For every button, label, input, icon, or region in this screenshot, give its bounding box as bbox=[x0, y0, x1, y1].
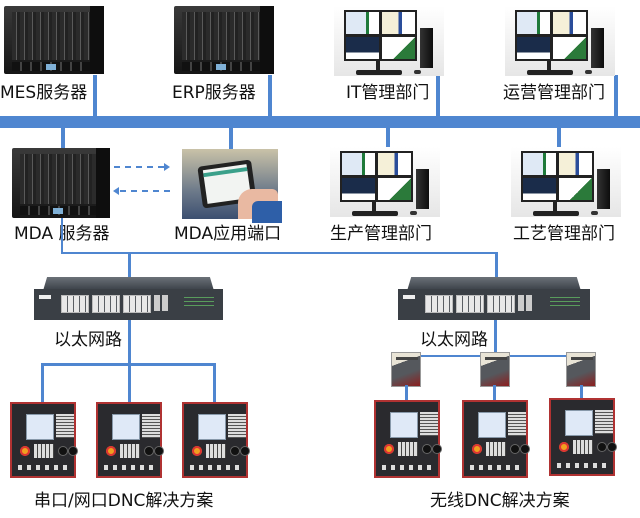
wireless-module-icon bbox=[566, 352, 596, 387]
link-mda-server-down bbox=[61, 218, 63, 254]
link-mda-horizontal bbox=[61, 252, 498, 254]
production-dept-workstation-icon bbox=[330, 147, 440, 217]
right-ethernet-switch-icon bbox=[398, 277, 590, 320]
process-dept-workstation-icon bbox=[511, 147, 621, 217]
arrow-to-terminal bbox=[114, 166, 164, 168]
cnc-controller-icon bbox=[462, 400, 530, 478]
wireless-to-cnc2 bbox=[493, 385, 496, 401]
link-to-right-switch bbox=[495, 252, 498, 280]
left-switch-label: 以太网路 bbox=[54, 330, 122, 350]
link-bus-production bbox=[386, 127, 390, 149]
link-bus-mda-server bbox=[61, 127, 65, 149]
wireless-module-icon bbox=[391, 352, 421, 387]
cnc-controller-icon bbox=[549, 398, 617, 476]
wired-dnc-solution-label: 串口/网口DNC解决方案 bbox=[34, 491, 214, 511]
cnc-controller-icon bbox=[374, 400, 442, 478]
link-mes-bus bbox=[93, 75, 97, 117]
link-bus-mda-terminal bbox=[229, 127, 233, 149]
left-branch-cnc2 bbox=[128, 363, 131, 403]
arrowhead-left-icon bbox=[113, 187, 119, 195]
left-branch-cnc3 bbox=[213, 363, 216, 403]
it-dept-label: IT管理部门 bbox=[346, 83, 430, 103]
left-switch-trunk bbox=[128, 320, 131, 365]
wireless-link-1-2 bbox=[420, 355, 480, 357]
link-ops-bus bbox=[614, 75, 618, 117]
mda-terminal-tablet-icon bbox=[182, 149, 282, 223]
wireless-module-icon bbox=[480, 352, 510, 387]
mda-terminal-label: MDA应用端口 bbox=[174, 224, 282, 244]
it-dept-workstation-icon bbox=[334, 6, 444, 76]
main-network-bus bbox=[0, 116, 640, 128]
erp-server-label: ERP服务器 bbox=[172, 83, 256, 103]
ops-dept-workstation-icon bbox=[505, 6, 615, 76]
link-bus-process bbox=[557, 127, 561, 149]
cnc-controller-icon bbox=[10, 402, 78, 478]
wireless-dnc-solution-label: 无线DNC解决方案 bbox=[430, 491, 570, 511]
left-ethernet-switch-icon bbox=[34, 277, 223, 320]
right-switch-label: 以太网路 bbox=[420, 330, 488, 350]
process-dept-label: 工艺管理部门 bbox=[513, 224, 615, 244]
arrow-to-server bbox=[120, 190, 170, 192]
wireless-to-cnc3 bbox=[580, 385, 583, 399]
erp-server-icon bbox=[174, 6, 274, 74]
production-dept-label: 生产管理部门 bbox=[330, 224, 432, 244]
link-it-bus bbox=[436, 75, 440, 117]
mes-server-label: MES服务器 bbox=[0, 83, 88, 103]
wireless-link-2-3 bbox=[510, 355, 570, 357]
arrowhead-right-icon bbox=[164, 163, 170, 171]
link-to-left-switch bbox=[128, 252, 131, 280]
mda-server-icon bbox=[12, 148, 110, 218]
link-erp-bus bbox=[268, 75, 272, 117]
ops-dept-label: 运营管理部门 bbox=[503, 83, 605, 103]
wireless-to-cnc1 bbox=[405, 385, 408, 401]
cnc-controller-icon bbox=[182, 402, 250, 478]
mes-server-icon bbox=[4, 6, 104, 74]
left-branch-cnc1 bbox=[41, 363, 44, 403]
right-switch-trunk bbox=[494, 320, 497, 354]
cnc-controller-icon bbox=[96, 402, 164, 478]
